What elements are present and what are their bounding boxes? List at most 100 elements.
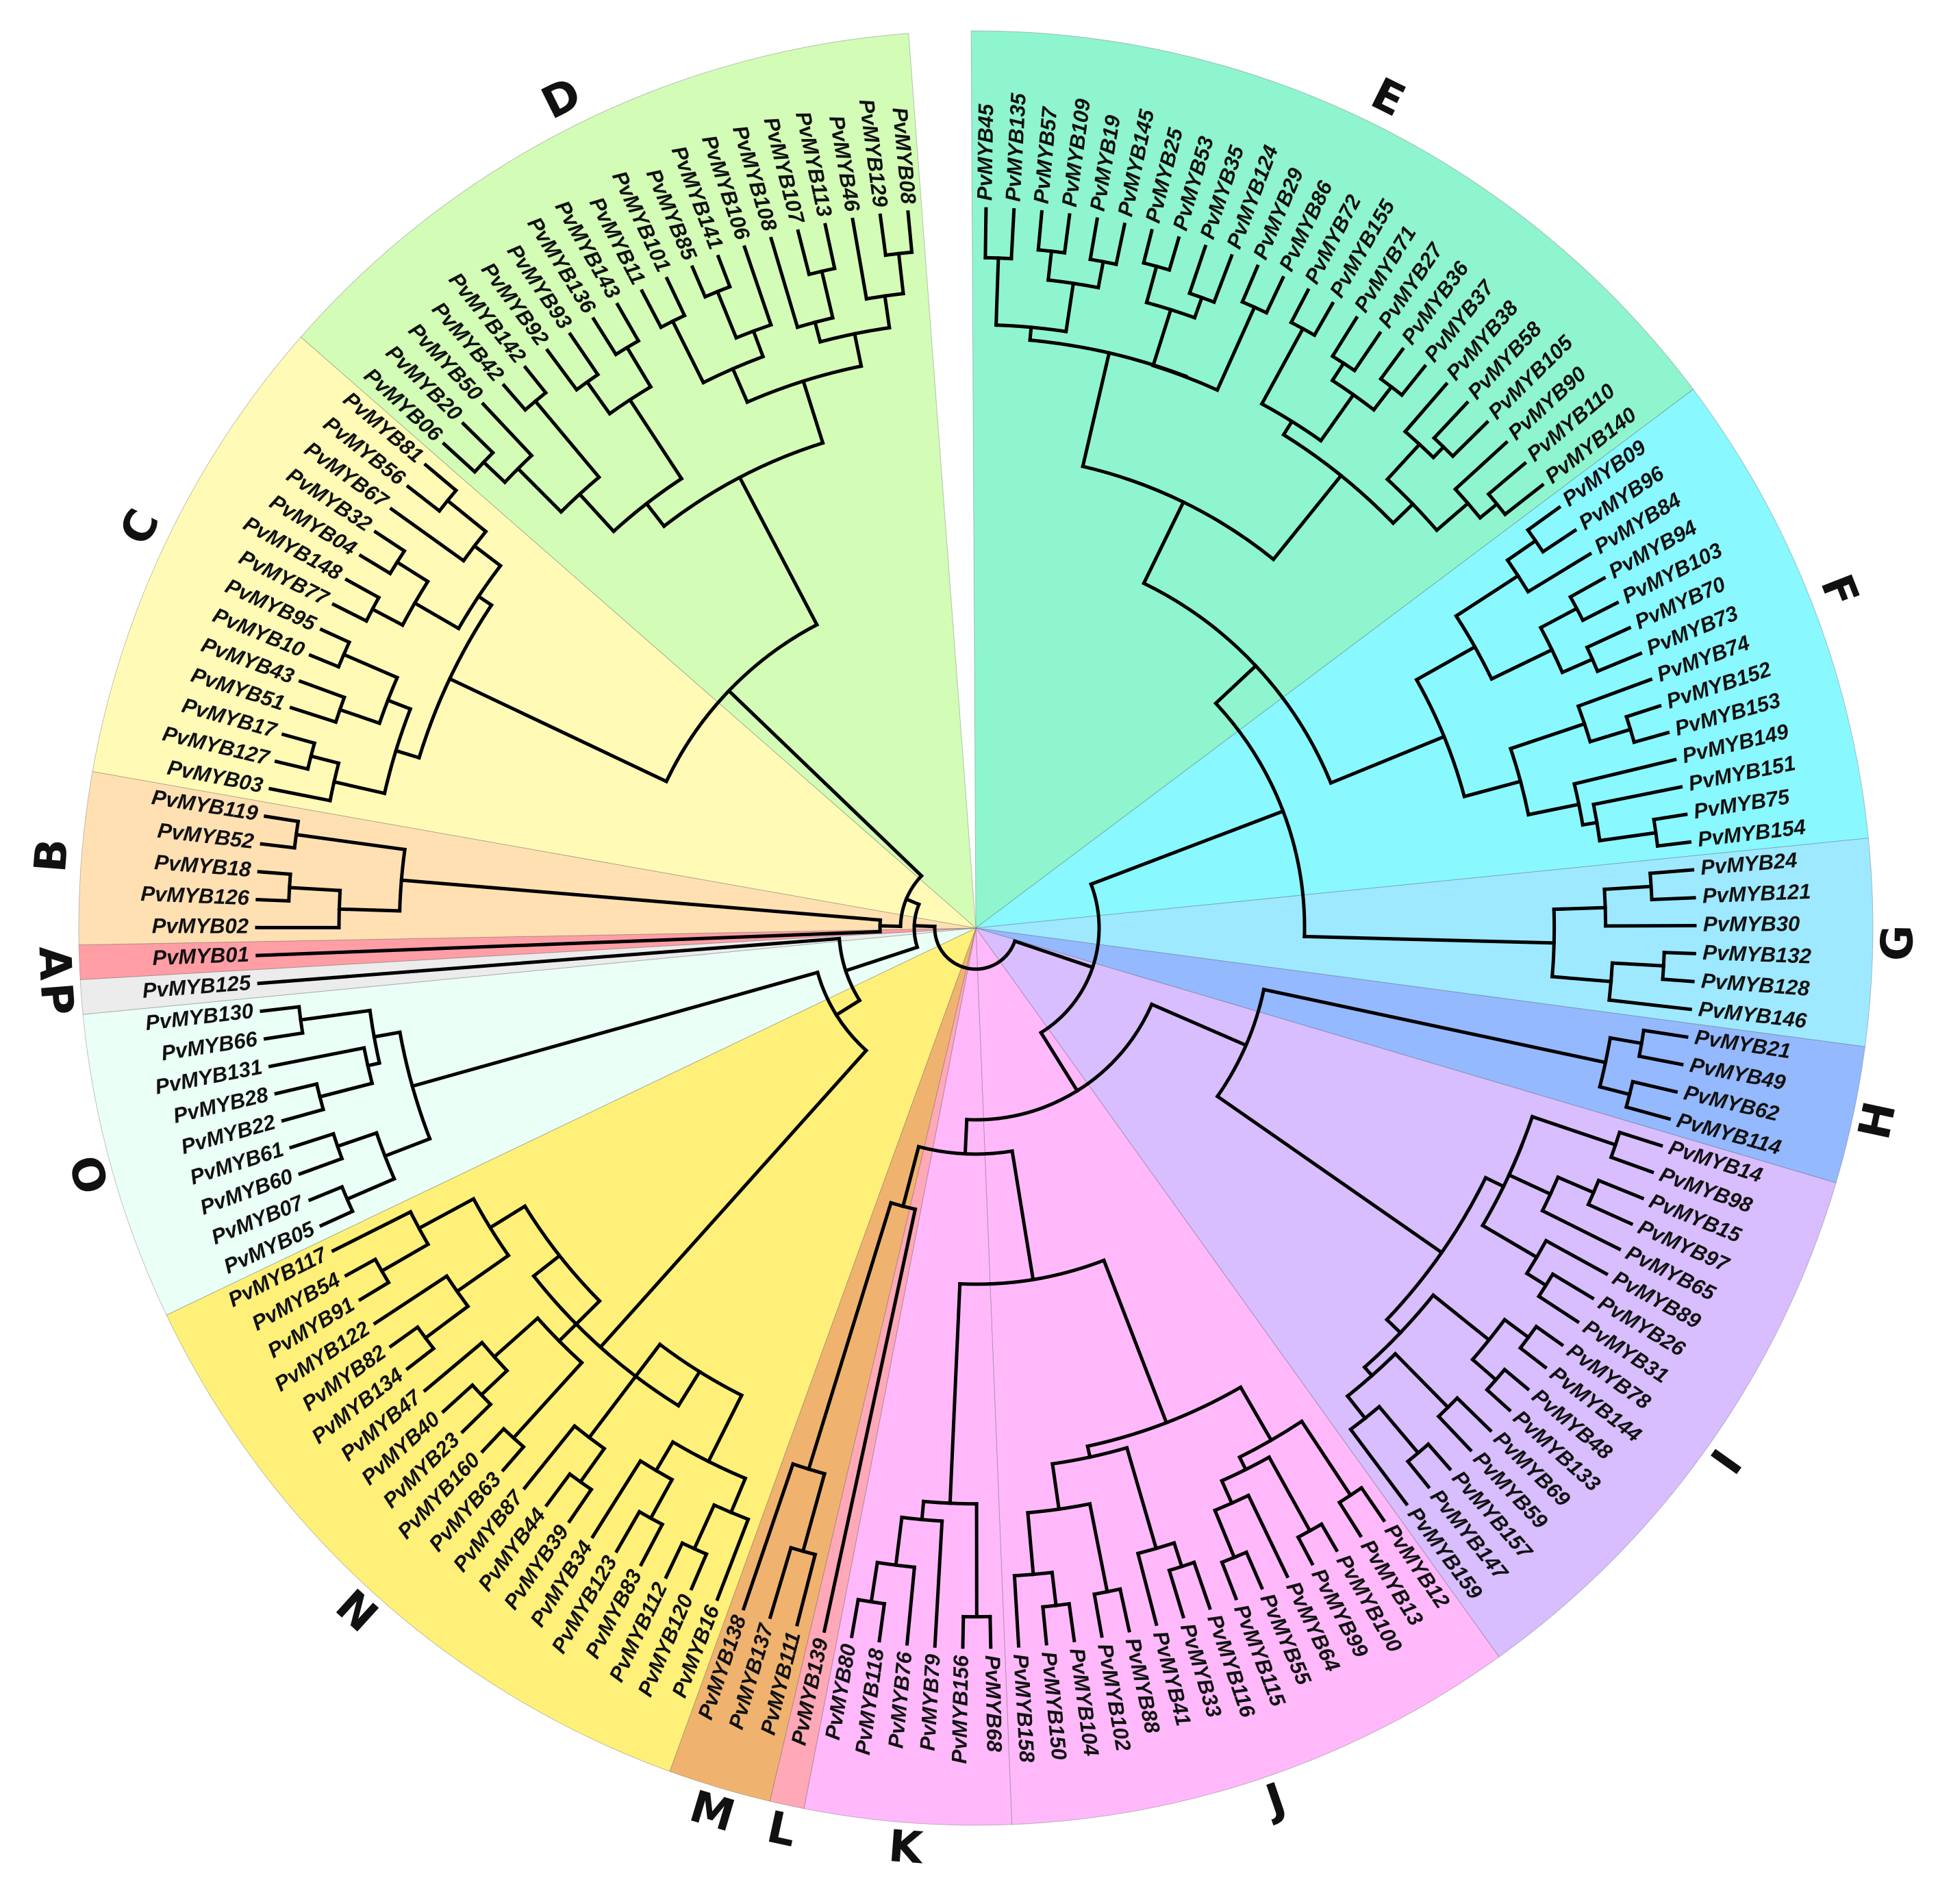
tree-branch [1530,1114,1618,1147]
tree-branch [331,1210,413,1253]
tree-branch [1462,779,1523,799]
tree-branch [1213,663,1259,706]
tree-branch [544,1471,572,1508]
clade-label-O: O [58,1151,117,1200]
tree-branch [1434,501,1471,533]
tree-arc [1038,881,1101,1036]
tree-branch [715,289,739,340]
tree-branch [896,251,905,296]
tree-branch [961,1614,966,1649]
tree-arc [1538,625,1565,675]
clade-sector-A [78,927,977,980]
tree-arc [1576,703,1593,744]
tree-branch [715,1517,751,1602]
tree-branch [1135,1551,1159,1627]
tree-arc [1187,291,1217,305]
leaf-label: PvMYB156 [947,1655,973,1764]
tree-branch [1431,400,1470,441]
tree-branch [337,907,402,913]
tree-arc [1296,1522,1324,1540]
tree-branch [1385,442,1422,482]
tree-branch [1087,1501,1109,1594]
tree-branch [737,475,820,627]
tree-branch [644,501,667,529]
leaf-label: PvMYB132 [1702,940,1812,968]
tree-arc [479,1340,509,1373]
tree-branch [545,348,579,392]
tree-branch [1085,1444,1092,1460]
tree-branch [741,1462,796,1611]
tree-branch [260,1005,301,1014]
tree-branch [1261,987,1608,1065]
clade-label-E: E [1363,68,1413,127]
tree-arc [1213,701,1307,938]
tree-branch [319,627,352,645]
tree-arc [712,1503,751,1522]
tree-arc [1624,714,1637,744]
tree-branch [298,1156,344,1177]
tree-branch [1259,326,1305,407]
tree-branch [1607,998,1693,1012]
tree-arc [637,1509,665,1527]
tree-branch [1524,1270,1548,1288]
tree-branch [983,207,988,260]
tree-arc [701,354,766,385]
tree-arc [1215,987,1266,1099]
tree-branch [648,1477,675,1521]
tree-branch [556,1299,603,1344]
tree-branch [294,832,407,852]
tree-branch [501,383,528,412]
tree-arc [900,1515,944,1523]
tree-branch [288,1131,336,1150]
leaf-label: PvMYB121 [1702,879,1811,908]
tree-arc [856,1597,887,1606]
tree-arc [415,1325,436,1351]
tree-branch [318,1209,355,1228]
tree-branch [281,1107,326,1123]
tree-branch [441,1382,475,1414]
tree-arc [1144,300,1197,321]
tree-branch [1113,222,1127,266]
tree-arc [1237,1418,1305,1460]
tree-branch [1568,575,1607,599]
tree-arc [437,488,459,514]
leaf-label: PvMYB126 [140,881,251,910]
tree-arc [471,1197,511,1258]
tree-arc [1661,951,1666,981]
tree-branch [1088,217,1100,262]
tree-branch [1477,501,1500,521]
clade-sector-P [79,927,977,1015]
tree-branch [309,753,341,766]
tree-arc [1141,581,1333,786]
tree-arc [531,1273,681,1408]
clade-sector-D [300,33,977,929]
tree-branch [1518,1345,1548,1370]
tree-branch [1508,721,1587,751]
tree-arc [523,1203,603,1304]
tree-branch [1540,528,1578,555]
tree-arc [1518,1324,1539,1351]
tree-arc [1036,248,1067,255]
clade-label-D: D [534,68,590,129]
tree-branch [1246,1493,1290,1579]
tree-branch [1648,868,1695,875]
tree-branch [344,1176,397,1202]
tree-arc [1405,1442,1431,1464]
tree-arc [1219,1455,1272,1483]
tree-arc [1431,436,1456,459]
tree-branch [1244,1550,1264,1590]
tree-branch [533,399,602,480]
tree-branch [298,679,347,700]
tree-branch [716,254,733,289]
tree-arc [400,579,431,628]
tree-branch [255,929,882,957]
tree-arc [1609,1130,1622,1160]
clade-sector-I [974,927,1837,1657]
tree-arc [1568,594,1585,623]
tree-branch [476,594,494,607]
tree-arc [1480,1144,1524,1228]
tree-arc [368,1008,382,1066]
tree-branch [1211,253,1234,305]
tree-arc [1452,486,1483,521]
tree-branch [386,698,413,712]
